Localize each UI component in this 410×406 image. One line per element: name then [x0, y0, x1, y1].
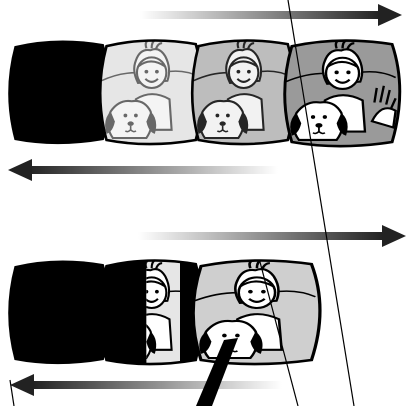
frame-faded-light	[91, 33, 207, 155]
frame-black	[8, 40, 110, 144]
arrow-left-icon	[8, 159, 278, 181]
frame-wipe-partial	[91, 253, 207, 375]
frame-full-with-pointer	[182, 253, 325, 375]
row-wipe	[8, 225, 406, 406]
arrow-left-icon	[10, 374, 282, 396]
arrow-right-icon	[140, 4, 402, 26]
row-fade-in	[8, 4, 404, 181]
frame-full	[274, 33, 404, 158]
arrow-right-icon	[138, 225, 406, 247]
frame-black	[8, 260, 110, 364]
frame-faded-medium	[183, 33, 299, 155]
